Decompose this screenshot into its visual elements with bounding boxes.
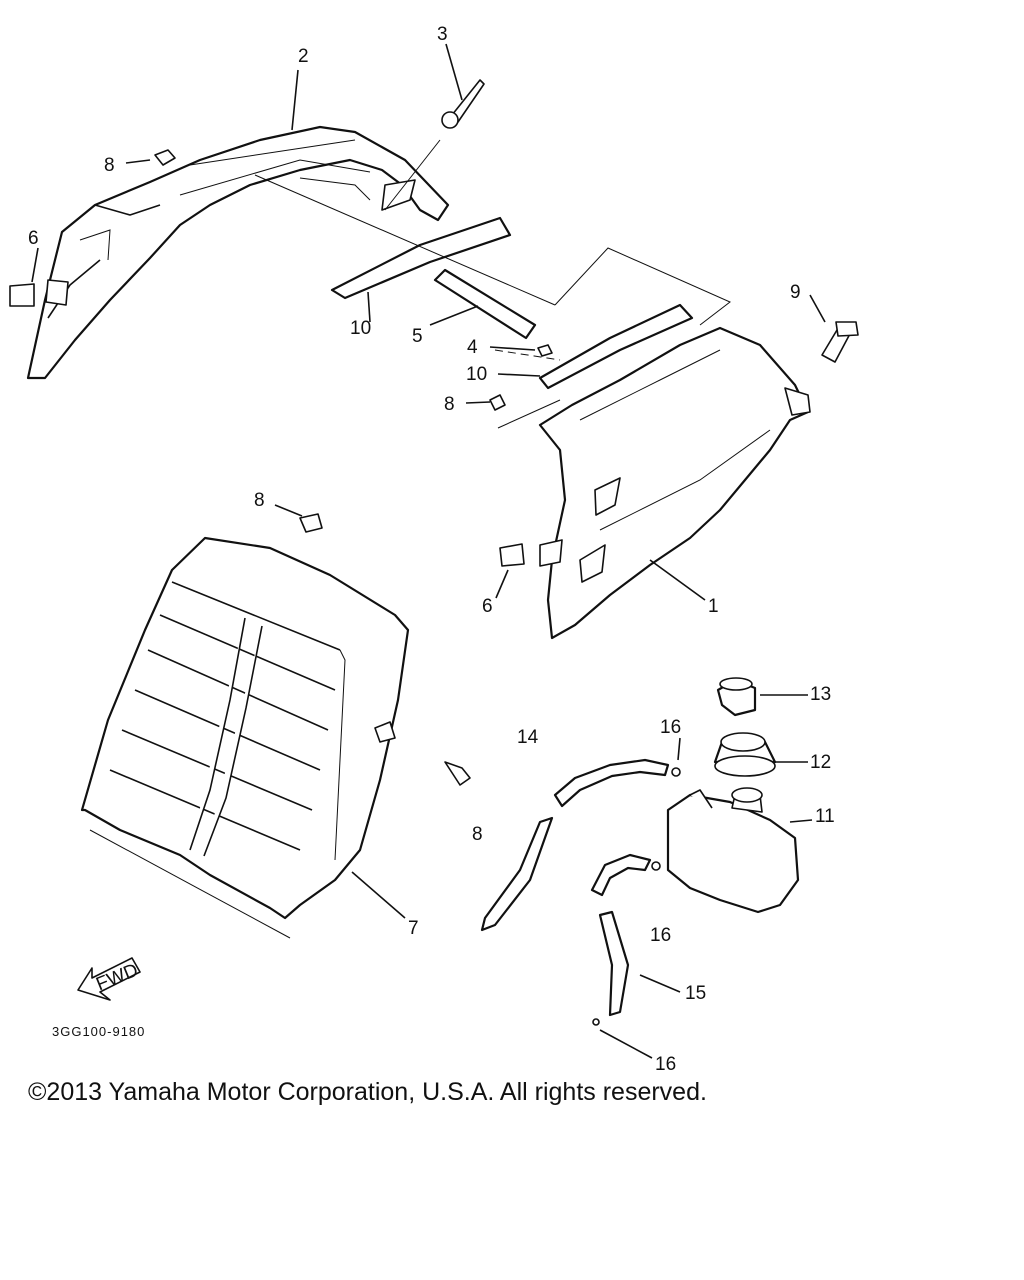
label-5: 5 xyxy=(412,326,423,347)
fastener-8a xyxy=(154,149,176,166)
clip-6b xyxy=(499,543,525,567)
part-13-cap xyxy=(716,677,757,717)
label-10a: 10 xyxy=(350,318,371,339)
copyright-notice: ©2013 Yamaha Motor Corporation, U.S.A. A… xyxy=(28,1078,707,1106)
fastener-8b xyxy=(489,394,506,411)
fwd-arrow: FWD xyxy=(77,957,141,1001)
clamp-16 xyxy=(592,767,681,1026)
label-2: 2 xyxy=(298,46,309,67)
leader-lines xyxy=(31,43,826,1059)
label-16c: 16 xyxy=(655,1054,676,1070)
label-14: 14 xyxy=(517,727,539,748)
label-10b: 10 xyxy=(466,364,487,385)
label-15: 15 xyxy=(685,983,706,1004)
label-7: 7 xyxy=(408,918,419,939)
label-12: 12 xyxy=(810,752,831,773)
label-4: 4 xyxy=(467,337,478,358)
label-8b: 8 xyxy=(444,394,455,415)
clip-4 xyxy=(537,344,553,357)
label-3: 3 xyxy=(437,24,448,45)
part-11-reservoir-tank xyxy=(666,787,800,914)
label-16a: 16 xyxy=(660,717,681,738)
clip-6a xyxy=(9,283,35,307)
label-6a: 6 xyxy=(28,228,39,249)
parts-diagram: FWD 2 3 8 6 10 5 4 10 8 9 8 6 1 13 14 16… xyxy=(9,24,859,1070)
bolt-9 xyxy=(821,321,859,363)
assembly-lines xyxy=(254,139,731,429)
fastener-8c xyxy=(299,513,323,533)
label-1: 1 xyxy=(708,596,719,617)
label-9: 9 xyxy=(790,282,801,303)
part-7-radiator-grille xyxy=(80,536,410,939)
label-16b: 16 xyxy=(650,925,671,946)
label-8a: 8 xyxy=(104,155,115,176)
part-10-strip-left xyxy=(330,216,512,300)
label-11: 11 xyxy=(815,806,835,827)
part-5-pad xyxy=(433,268,537,340)
label-6b: 6 xyxy=(482,596,493,617)
diagram-code: 3GG100-9180 xyxy=(52,1024,145,1039)
label-8c: 8 xyxy=(254,490,265,511)
label-8d: 8 xyxy=(472,824,483,845)
part-2-upper-cover xyxy=(26,125,450,380)
part-14-hose xyxy=(480,758,670,932)
label-13: 13 xyxy=(810,684,831,705)
part-10-strip-right xyxy=(538,303,694,390)
fastener-8d xyxy=(374,721,471,786)
part-12-cap xyxy=(713,732,777,777)
part-1-side-cover xyxy=(538,326,811,640)
fastener-3 xyxy=(441,79,485,129)
part-15-hose xyxy=(590,853,652,1017)
